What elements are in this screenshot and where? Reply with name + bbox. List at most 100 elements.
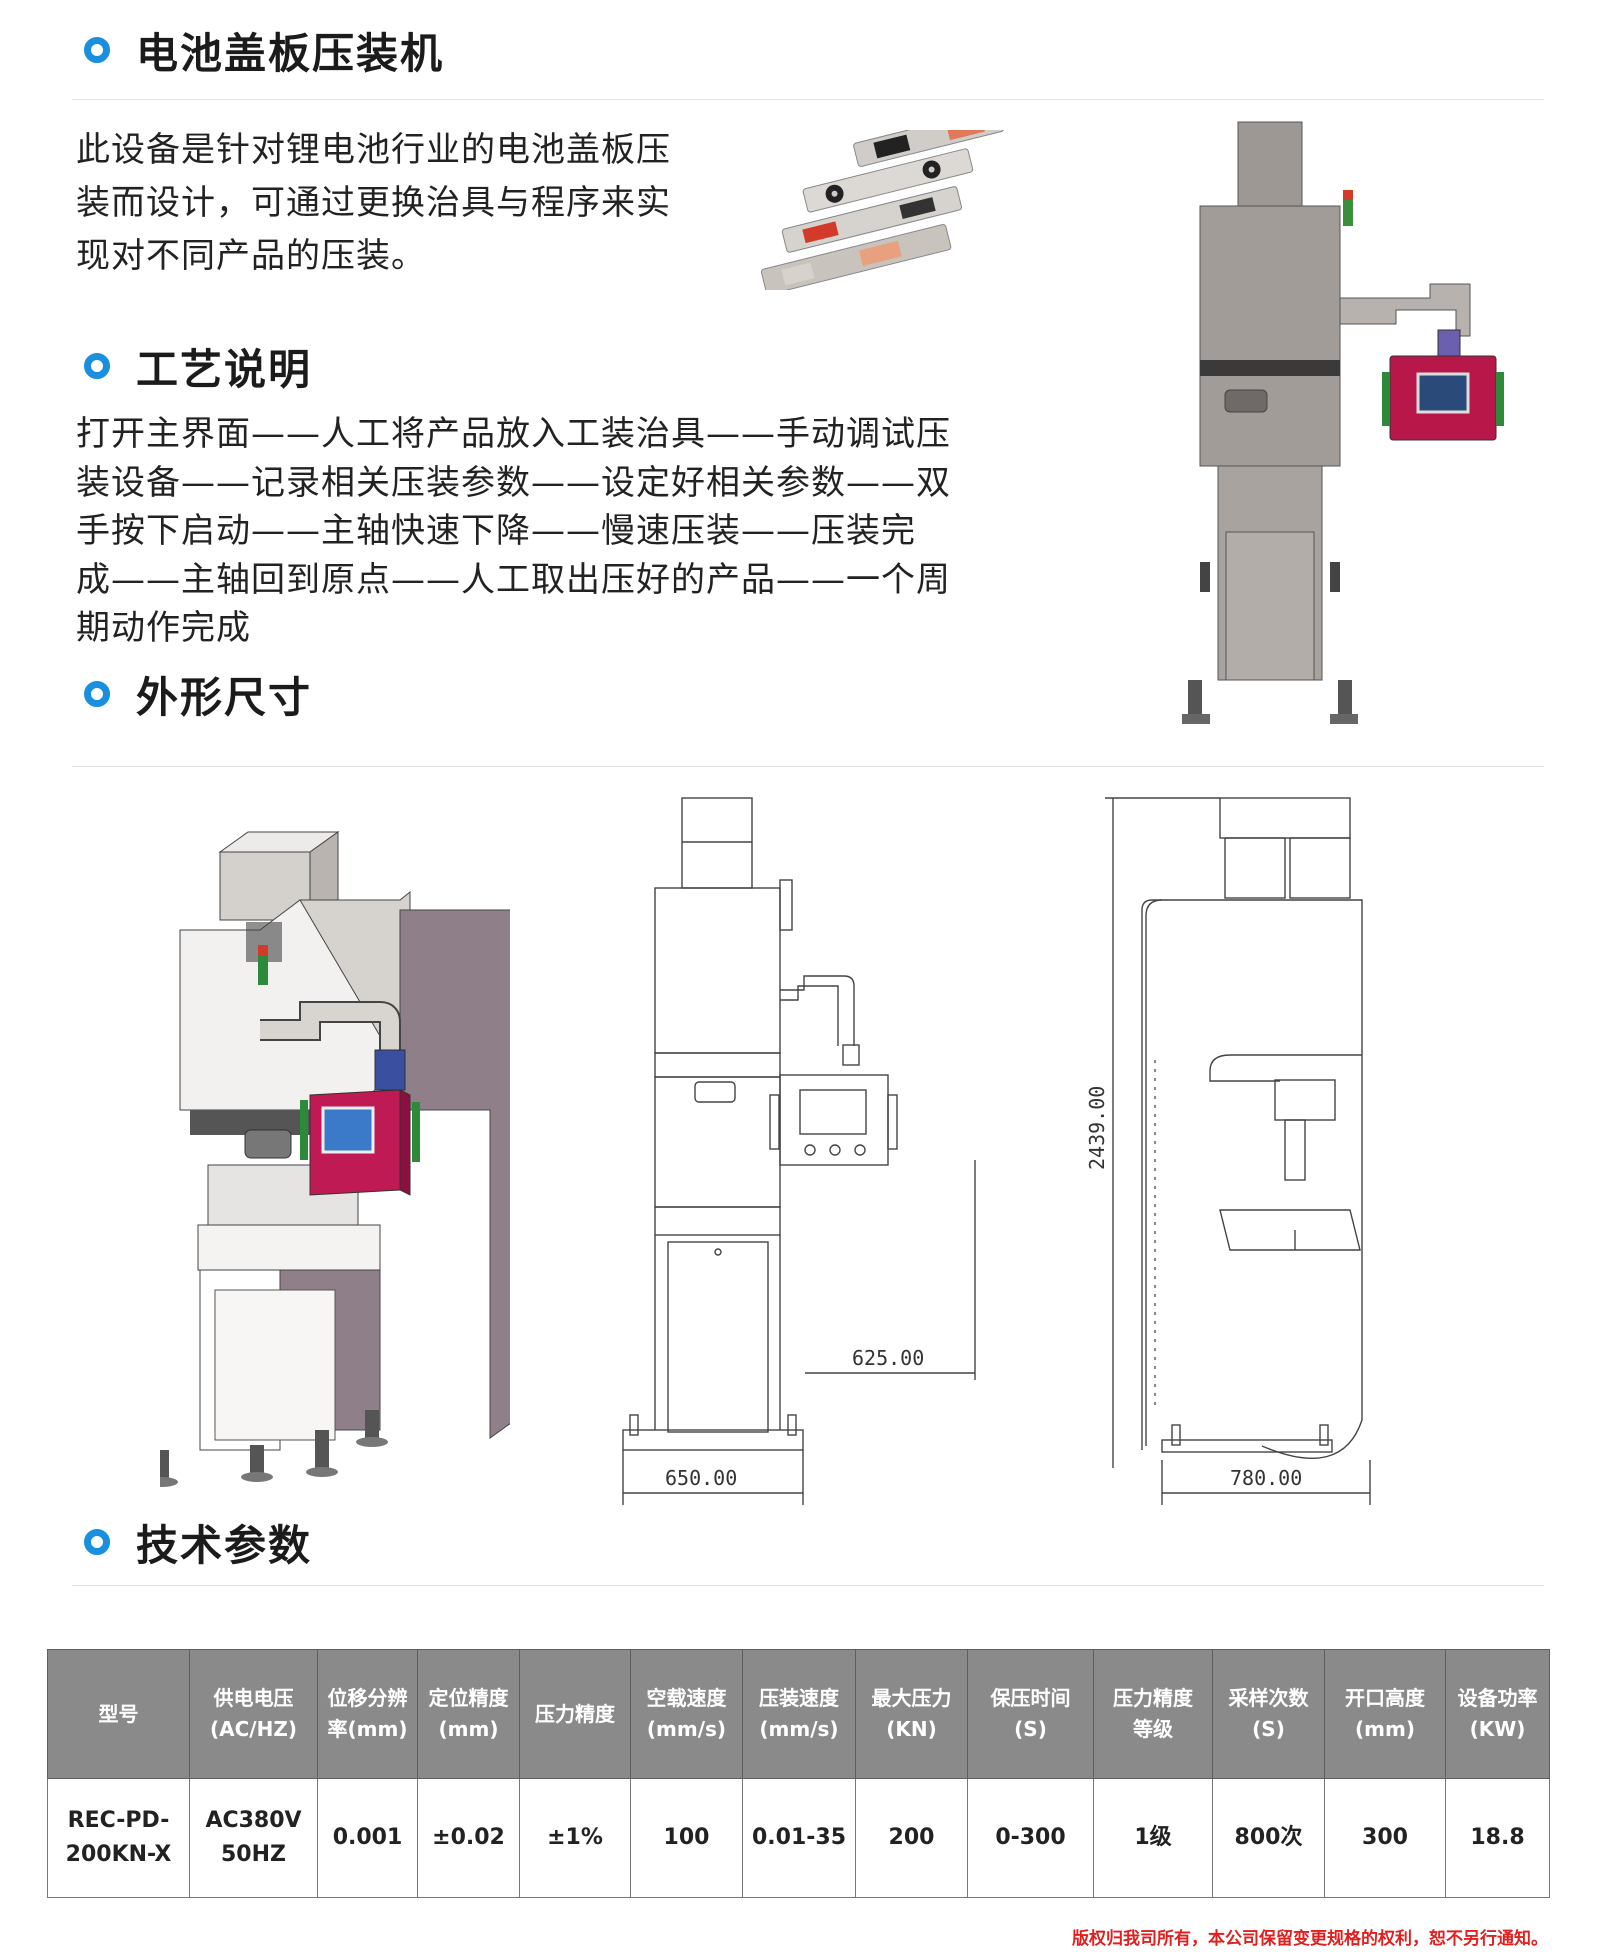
spec-table-cell-text: 200 — [888, 1825, 935, 1850]
cover-plate-photo — [760, 130, 1005, 290]
dimension-label-depth: 780.00 — [1230, 1466, 1302, 1490]
front-view-drawing: 650.00 625.00 — [622, 797, 976, 1505]
spec-table-header-row: 型号 供电电压 (AC/HZ) 位移分辨率(mm) 定位精度 (mm) 压力精度 空载速度 (m… — [47, 1649, 1550, 1779]
spec-table-header-cell-text: 保压时间 — [990, 1686, 1071, 1710]
spec-table-cell: ±1% — [519, 1778, 631, 1898]
spec-table-cell: AC380V 50HZ — [189, 1778, 318, 1898]
process-line: 成——主轴回到原点——人工取出压好的产品——一个周 — [76, 559, 951, 600]
spec-table-header-cell: 最大压力(KN) — [855, 1649, 968, 1779]
dimension-label-height: 2439.00 — [1085, 1086, 1109, 1170]
dimension-label-arm: 625.00 — [852, 1346, 924, 1370]
spec-table-header-cell: 供电电压 (AC/HZ) — [189, 1649, 318, 1779]
machine-photo — [1182, 121, 1504, 724]
section-heading-specs: 技术参数 — [84, 1512, 312, 1572]
spec-table-cell-text: 800次 — [1234, 1825, 1303, 1850]
spec-table-cell: 0.01-35 — [742, 1778, 856, 1898]
spec-table-header-cell-text: (S) — [1014, 1717, 1047, 1741]
spec-table-header-cell-text: 压力精度 — [1113, 1686, 1193, 1710]
spec-table-cell-text: ±1% — [547, 1825, 603, 1850]
section-heading-process: 工艺说明 — [84, 336, 312, 396]
circle-bullet-icon — [84, 681, 110, 707]
circle-bullet-icon — [84, 353, 110, 379]
spec-table-header-cell: 型号 — [47, 1649, 190, 1779]
spec-table-header-cell-text: 设备功率 — [1457, 1686, 1538, 1710]
spec-table-header-cell-text: 供电电压 — [213, 1686, 294, 1710]
spec-table-header-cell-text: (S) — [1252, 1717, 1285, 1741]
spec-table-header-cell-text: (KW) — [1469, 1717, 1526, 1741]
side-view-drawing: 780.00 2439.00 — [1085, 797, 1371, 1505]
spec-table-header-cell: 设备功率 (KW) — [1445, 1649, 1550, 1779]
spec-table-header-cell-text: (mm/s) — [646, 1717, 727, 1741]
divider — [72, 99, 1544, 100]
spec-table-cell-text: 100 — [663, 1825, 710, 1850]
spec-table-cell-text: 1级 — [1134, 1825, 1172, 1850]
spec-table-header-cell-text: 率(mm) — [327, 1717, 408, 1741]
section-title: 工艺说明 — [136, 344, 313, 394]
spec-table-header-cell-text: (AC/HZ) — [210, 1717, 297, 1741]
intro-line: 此设备是针对锂电池行业的电池盖板压 — [76, 130, 671, 170]
process-line: 期动作完成 — [76, 608, 251, 648]
process-description: 打开主界面——人工将产品放入工装治具——手动调试压 装设备——记录相关压装参数—… — [76, 410, 996, 653]
dimension-label-width: 650.00 — [665, 1466, 737, 1490]
spec-table-cell-text: 200KN-X — [65, 1842, 172, 1867]
circle-bullet-icon — [84, 1529, 110, 1555]
spec-table-row: REC-PD- 200KN-X AC380V 50HZ 0.001 ±0.02 ±1% 100… — [47, 1778, 1550, 1898]
spec-table-header-cell-text: 压装速度 — [759, 1686, 839, 1710]
spec-table-header-cell-text: (mm) — [438, 1717, 499, 1741]
copyright-notice: 版权归我司所有，本公司保留变更规格的权利，恕不另行通知。 — [1072, 1929, 1548, 1949]
spec-table-header-cell: 压装速度 (mm/s) — [742, 1649, 856, 1779]
section-heading-dimensions: 外形尺寸 — [84, 664, 312, 724]
spec-table-cell: 1级 — [1093, 1778, 1213, 1898]
spec-table-header-cell-text: 等级 — [1133, 1717, 1173, 1741]
spec-table-header-cell: 保压时间 (S) — [967, 1649, 1094, 1779]
spec-table-cell-text: 0.001 — [332, 1825, 403, 1850]
spec-table-cell-text: 50HZ — [221, 1842, 286, 1867]
spec-table-header-cell-text: 开口高度 — [1345, 1686, 1425, 1710]
spec-table-cell: 300 — [1324, 1778, 1446, 1898]
spec-table-cell-text: 0.01-35 — [751, 1825, 847, 1850]
spec-table: 型号 供电电压 (AC/HZ) 位移分辨率(mm) 定位精度 (mm) 压力精度 空载速度 (m… — [47, 1649, 1550, 1898]
intro-line: 现对不同产品的压装。 — [76, 236, 426, 276]
spec-table-cell: ±0.02 — [417, 1778, 520, 1898]
divider — [72, 766, 1544, 767]
intro-text: 此设备是针对锂电池行业的电池盖板压 装而设计，可通过更换治具与程序来实 现对不同… — [76, 124, 716, 283]
spec-table-header-cell: 压力精度等级 — [1093, 1649, 1213, 1779]
spec-table-cell-text: REC-PD- — [67, 1808, 170, 1833]
spec-table-cell: 18.8 — [1445, 1778, 1550, 1898]
spec-table-cell-text: 300 — [1362, 1825, 1408, 1850]
spec-table-header-cell-text: 型号 — [98, 1701, 139, 1726]
spec-table-cell-text: ±0.02 — [432, 1825, 505, 1850]
section-title: 外形尺寸 — [136, 672, 313, 722]
spec-table-header-cell-text: 空载速度 — [646, 1686, 727, 1710]
spec-table-cell-text: 18.8 — [1470, 1825, 1525, 1850]
section-title: 电池盖板压装机 — [136, 28, 445, 78]
spec-table-header-cell-text: 采样次数 — [1228, 1686, 1309, 1710]
spec-table-cell: REC-PD- 200KN-X — [47, 1778, 190, 1898]
spec-table-header-cell: 压力精度 — [519, 1649, 631, 1779]
spec-table-header-cell-text: 位移分辨 — [327, 1686, 408, 1710]
circle-bullet-icon — [84, 37, 110, 63]
section-heading-machine: 电池盖板压装机 — [84, 20, 444, 80]
spec-table-header-cell-text: (mm) — [1355, 1717, 1415, 1741]
spec-table-cell-text: 0-300 — [995, 1825, 1066, 1850]
spec-table-header-cell-text: (KN) — [886, 1717, 937, 1741]
spec-table-header-cell-text: 压力精度 — [535, 1701, 615, 1726]
process-line: 手按下启动——主轴快速下降——慢速压装——压装完 — [76, 511, 916, 551]
spec-table-header-cell-text: (mm/s) — [759, 1717, 839, 1741]
section-title: 技术参数 — [136, 1520, 313, 1570]
spec-table-header-cell: 位移分辨率(mm) — [317, 1649, 418, 1779]
spec-table-header-cell: 定位精度 (mm) — [417, 1649, 520, 1779]
spec-table-cell: 800次 — [1212, 1778, 1325, 1898]
spec-table-header-cell-text: 定位精度 — [428, 1686, 509, 1710]
divider — [72, 1585, 1544, 1586]
process-line: 装设备——记录相关压装参数——设定好相关参数——双 — [76, 462, 951, 503]
process-line: 打开主界面——人工将产品放入工装治具——手动调试压 — [76, 414, 951, 454]
spec-table-cell: 0.001 — [317, 1778, 418, 1898]
spec-table-header-cell: 开口高度 (mm) — [1324, 1649, 1446, 1779]
spec-table-cell: 100 — [630, 1778, 743, 1898]
machine-isometric-render — [160, 831, 510, 1487]
spec-table-cell: 0-300 — [967, 1778, 1094, 1898]
spec-table-cell-text: AC380V — [205, 1808, 302, 1833]
spec-table-cell: 200 — [855, 1778, 968, 1898]
spec-table-header-cell: 空载速度 (mm/s) — [630, 1649, 743, 1779]
